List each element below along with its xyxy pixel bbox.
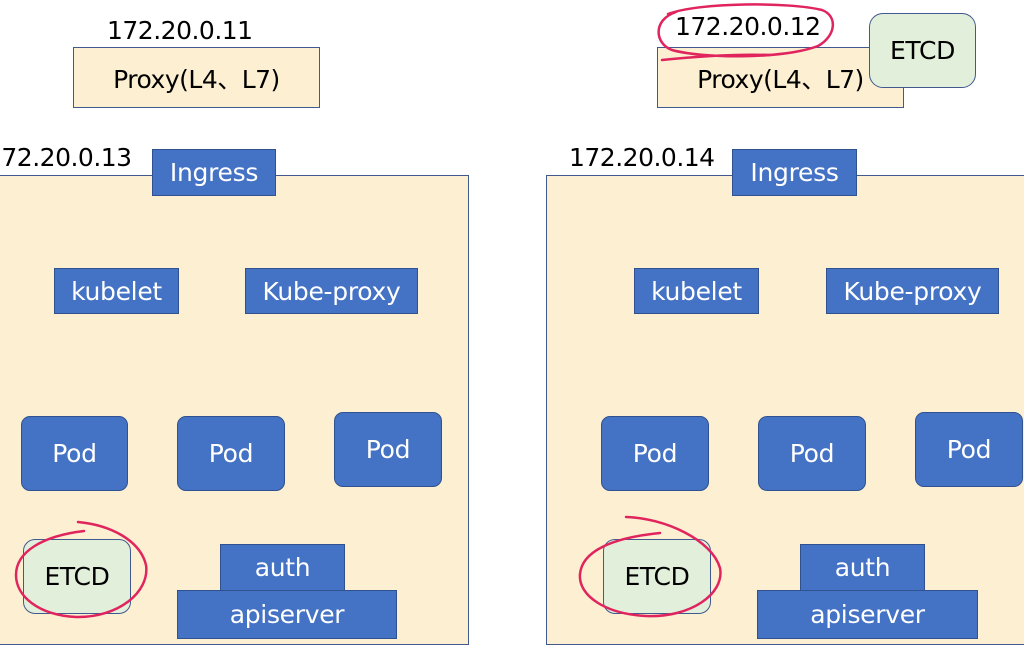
pod-box: Pod xyxy=(601,416,709,491)
kube-proxy-box: Kube-proxy xyxy=(245,268,418,314)
pod-box: Pod xyxy=(758,416,866,491)
pod-box: Pod xyxy=(334,412,442,487)
node-ip-label: 172.20.0.13 xyxy=(0,143,132,172)
pod-box: Pod xyxy=(21,416,128,491)
kubelet-box: kubelet xyxy=(54,268,179,314)
proxy-box: Proxy(L4、L7) xyxy=(73,47,320,108)
proxy-box: Proxy(L4、L7) xyxy=(657,47,904,108)
auth-box: auth xyxy=(220,544,345,591)
etcd-box: ETCD xyxy=(603,539,711,614)
proxy-ip-label: 172.20.0.12 xyxy=(675,12,821,41)
pod-box: Pod xyxy=(177,416,285,491)
ingress-box: Ingress xyxy=(732,149,857,196)
kubelet-box: kubelet xyxy=(634,268,759,314)
etcd-box: ETCD xyxy=(23,539,131,614)
etcd-box: ETCD xyxy=(869,13,976,88)
apiserver-box: apiserver xyxy=(177,590,397,639)
kube-proxy-box: Kube-proxy xyxy=(826,268,999,314)
proxy-ip-label: 172.20.0.11 xyxy=(107,16,253,45)
auth-box: auth xyxy=(800,544,925,591)
node-ip-label: 172.20.0.14 xyxy=(569,143,715,172)
pod-box: Pod xyxy=(915,412,1023,487)
apiserver-box: apiserver xyxy=(757,590,978,639)
ingress-box: Ingress xyxy=(152,149,276,196)
